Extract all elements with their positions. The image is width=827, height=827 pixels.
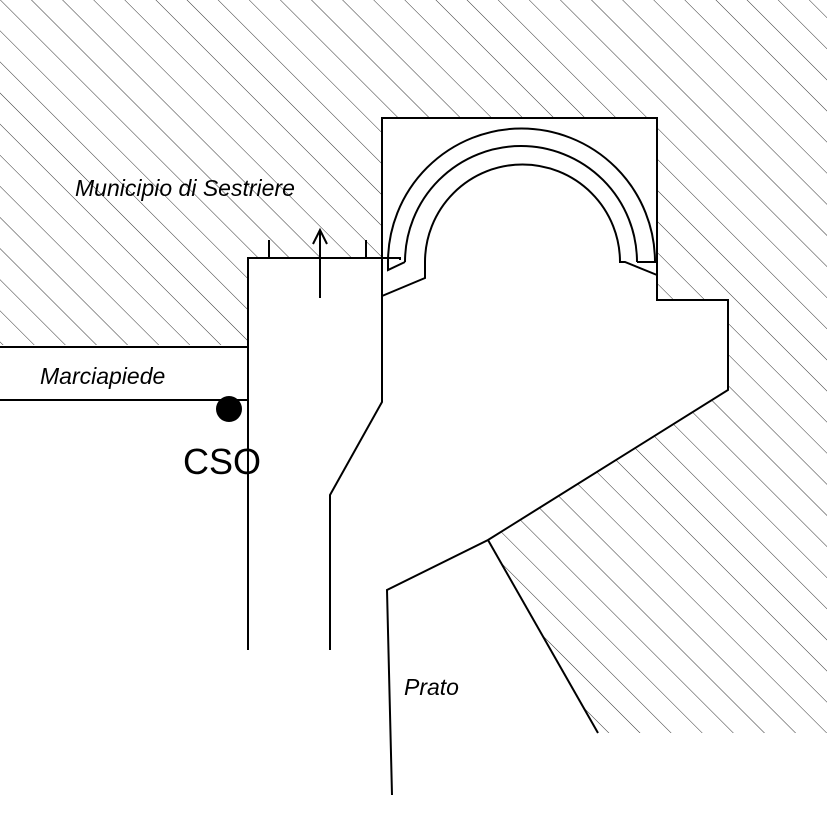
station-marker-icon	[216, 396, 242, 422]
sidewalk-label: Marciapiede	[40, 363, 165, 389]
building-edge-ticks	[268, 240, 367, 258]
station-label: CSO	[183, 441, 261, 482]
building-label: Municipio di Sestriere	[75, 175, 295, 201]
up-arrow-icon	[312, 227, 328, 298]
arch	[381, 127, 658, 300]
meadow-label: Prato	[404, 674, 459, 700]
porch-outline	[381, 117, 729, 796]
open-areas	[248, 118, 728, 795]
street-outline	[247, 257, 383, 650]
hatched-building-area	[0, 0, 827, 733]
sidewalk-strip	[0, 346, 248, 401]
